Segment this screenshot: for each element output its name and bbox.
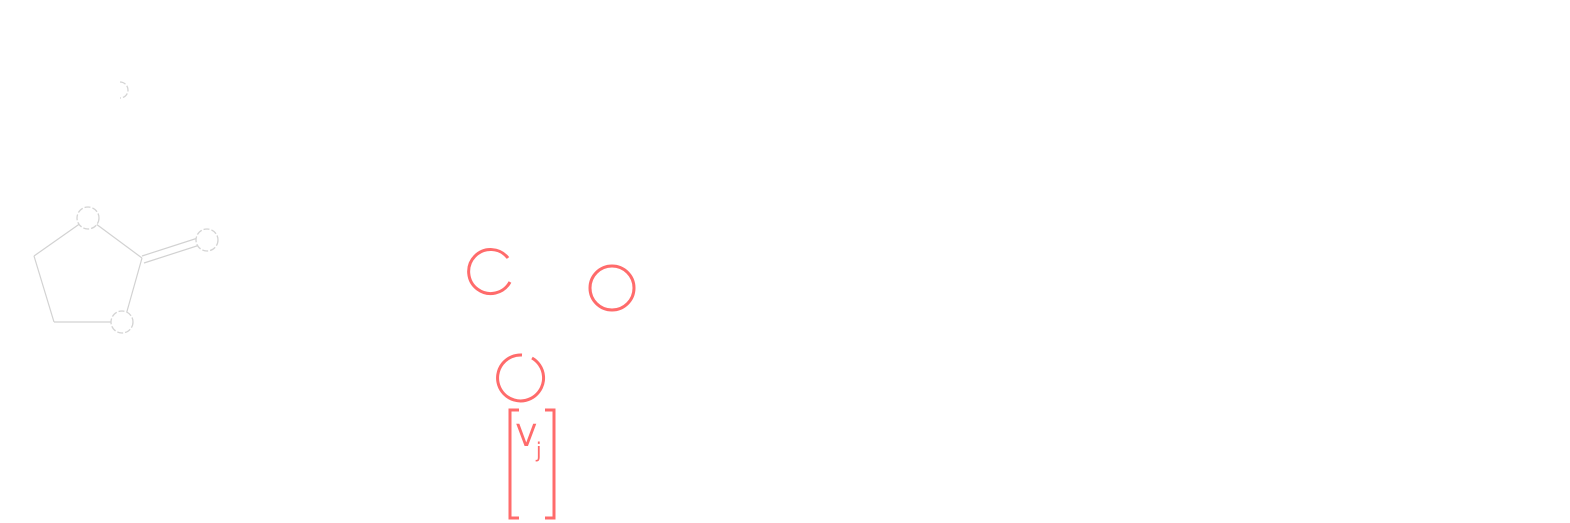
faint-atom-o1 [76, 206, 100, 230]
bracket-label-symbol: V [516, 419, 537, 454]
faint-atom-carbonyl-o [195, 228, 219, 252]
double-bond-a [141, 235, 205, 257]
highlight-atom-2 [588, 264, 636, 312]
bond-o1-c2 [87, 217, 143, 259]
repeat-bracket: V j [508, 408, 556, 520]
partial-atom-top [119, 81, 129, 99]
bond-c2-o3 [123, 257, 143, 323]
bracket-right [545, 408, 556, 520]
bond-c4-c5 [33, 255, 55, 323]
highlighted-atoms [467, 248, 636, 403]
bracket-left [508, 408, 519, 520]
faint-ring-structure [33, 206, 219, 334]
highlight-atom-3 [496, 353, 546, 403]
double-bond-b [143, 242, 207, 264]
highlight-atom-1 [467, 248, 512, 296]
bracket-label-subscript: j [535, 438, 542, 462]
faint-atom-o3 [110, 310, 134, 334]
